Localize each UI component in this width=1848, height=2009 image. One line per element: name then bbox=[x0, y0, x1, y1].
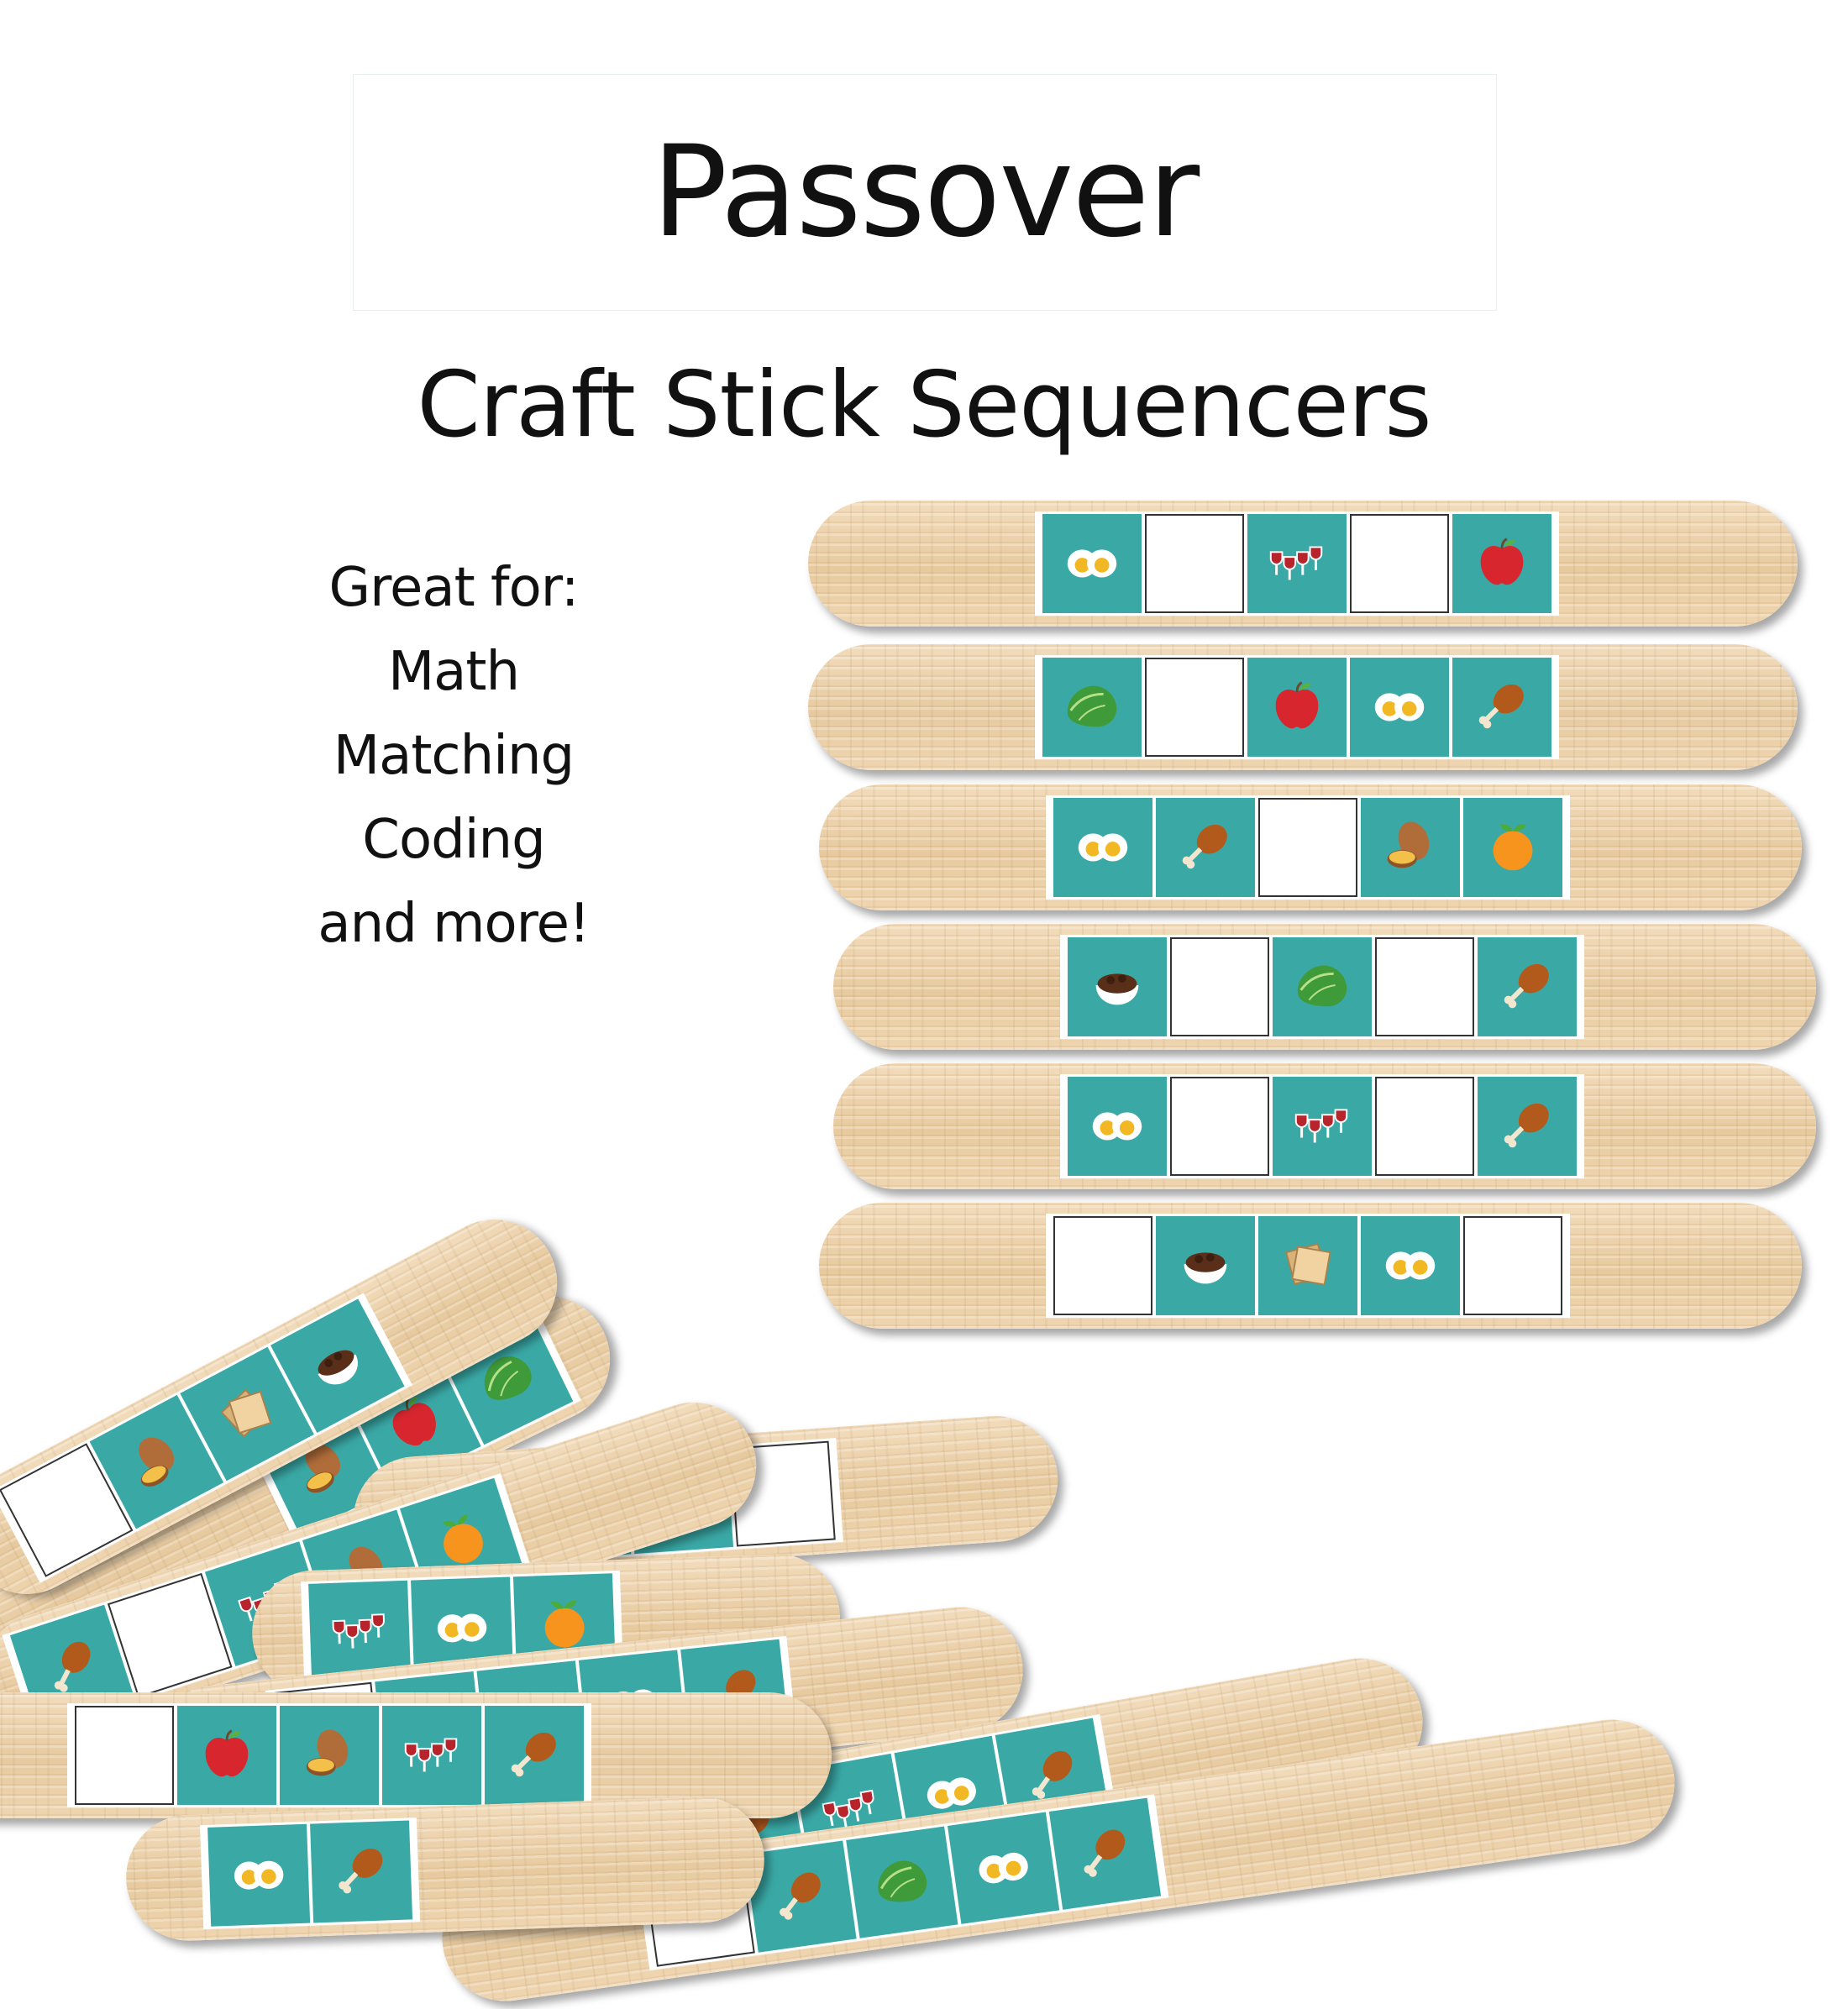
features-list: Great for: Math Matching Coding and more… bbox=[252, 546, 655, 966]
egg-icon bbox=[225, 1839, 293, 1911]
potato-icon bbox=[112, 1416, 202, 1508]
sequence-strip bbox=[200, 1818, 420, 1929]
apple-icon bbox=[1469, 529, 1535, 598]
sequence-cell bbox=[1478, 937, 1577, 1036]
drumstick-icon bbox=[1173, 813, 1238, 882]
feature-item: and more! bbox=[252, 882, 655, 966]
sequence-cell bbox=[948, 1812, 1059, 1924]
sequence-cell bbox=[382, 1706, 481, 1805]
sequence-cell bbox=[1452, 658, 1551, 757]
blank-cell bbox=[1375, 1077, 1474, 1176]
sequence-strip bbox=[1035, 511, 1559, 616]
egg-icon bbox=[1059, 529, 1125, 598]
egg-icon bbox=[966, 1829, 1041, 1907]
blank-cell bbox=[1350, 514, 1449, 613]
blank-cell bbox=[1053, 1216, 1152, 1315]
sequence-cell bbox=[1478, 1077, 1577, 1176]
sequence-strip bbox=[1046, 1214, 1570, 1318]
feature-item: Coding bbox=[252, 798, 655, 882]
sequence-cell bbox=[1452, 514, 1551, 613]
sequence-cell bbox=[1273, 937, 1372, 1036]
sequence-cell bbox=[485, 1706, 584, 1805]
craft-stick bbox=[833, 1063, 1816, 1189]
charoset-icon bbox=[292, 1320, 382, 1412]
orange-icon bbox=[1480, 813, 1546, 882]
sequence-cell bbox=[310, 1820, 412, 1922]
egg-icon bbox=[1084, 1092, 1150, 1161]
drumstick-icon bbox=[501, 1721, 567, 1790]
sequence-cell bbox=[1049, 1798, 1161, 1910]
blank-cell bbox=[1170, 937, 1269, 1036]
egg-icon bbox=[1367, 673, 1432, 742]
sequence-strip bbox=[67, 1703, 591, 1807]
craft-stick bbox=[124, 1795, 767, 1943]
sequence-cell bbox=[1247, 658, 1347, 757]
drumstick-icon bbox=[1469, 673, 1535, 742]
drumstick-icon bbox=[1068, 1815, 1142, 1892]
sequence-cell bbox=[177, 1706, 276, 1805]
blank-cell bbox=[1258, 798, 1357, 897]
egg-icon bbox=[1070, 813, 1136, 882]
charoset-icon bbox=[1084, 952, 1150, 1021]
page-title: Passover bbox=[652, 119, 1198, 265]
craft-stick bbox=[808, 501, 1798, 627]
sequence-cell bbox=[1361, 798, 1460, 897]
feature-item: Math bbox=[252, 630, 655, 714]
drumstick-icon bbox=[1494, 1092, 1560, 1161]
sequence-cell bbox=[1068, 1077, 1167, 1176]
sequence-cell bbox=[1361, 1216, 1460, 1315]
blank-cell bbox=[75, 1706, 174, 1805]
sequence-strip bbox=[1035, 655, 1559, 759]
egg-icon bbox=[1378, 1231, 1443, 1300]
blank-cell bbox=[1170, 1077, 1269, 1176]
sequence-cell bbox=[1068, 937, 1167, 1036]
wine-icon bbox=[326, 1596, 394, 1667]
blank-cell bbox=[1463, 1216, 1562, 1315]
sequence-cell bbox=[1042, 658, 1142, 757]
sequence-cell bbox=[1042, 514, 1142, 613]
sequence-cell bbox=[846, 1827, 958, 1938]
drumstick-icon bbox=[1494, 952, 1560, 1021]
wine-icon bbox=[1289, 1092, 1355, 1161]
apple-icon bbox=[194, 1721, 260, 1790]
page-subtitle: Craft Stick Sequencers bbox=[0, 353, 1848, 458]
lettuce-icon bbox=[865, 1844, 940, 1921]
sequence-cell bbox=[1053, 798, 1152, 897]
sequence-cell bbox=[207, 1824, 310, 1927]
title-box: Passover bbox=[353, 74, 1497, 311]
features-heading: Great for: bbox=[252, 546, 655, 630]
craft-stick bbox=[808, 644, 1798, 770]
potato-icon bbox=[1378, 813, 1443, 882]
blank-cell bbox=[1375, 937, 1474, 1036]
sequence-cell bbox=[1350, 658, 1449, 757]
sequence-cell bbox=[280, 1706, 379, 1805]
sequence-cell bbox=[1247, 514, 1347, 613]
sequence-strip bbox=[1060, 935, 1584, 1039]
blank-cell bbox=[1145, 658, 1244, 757]
sequence-strip bbox=[1046, 795, 1570, 900]
apple-icon bbox=[1264, 673, 1330, 742]
craft-stick bbox=[819, 784, 1802, 910]
matzah-icon bbox=[202, 1368, 291, 1460]
egg-icon bbox=[428, 1592, 496, 1664]
craft-stick bbox=[819, 1203, 1802, 1329]
drumstick-icon bbox=[328, 1836, 396, 1907]
lettuce-icon bbox=[1059, 673, 1125, 742]
sequence-cell bbox=[1463, 798, 1562, 897]
sequence-cell bbox=[1273, 1077, 1372, 1176]
drumstick-icon bbox=[764, 1858, 838, 1935]
sequence-cell bbox=[1156, 1216, 1255, 1315]
wine-icon bbox=[399, 1721, 465, 1790]
charoset-icon bbox=[1173, 1231, 1238, 1300]
matzah-icon bbox=[1275, 1231, 1341, 1300]
feature-item: Matching bbox=[252, 714, 655, 798]
lettuce-icon bbox=[1289, 952, 1355, 1021]
sequence-strip bbox=[1060, 1074, 1584, 1178]
blank-cell bbox=[1145, 514, 1244, 613]
craft-stick bbox=[833, 924, 1816, 1050]
potato-icon bbox=[297, 1721, 362, 1790]
sequence-cell bbox=[1258, 1216, 1357, 1315]
sequence-cell bbox=[1156, 798, 1255, 897]
wine-icon bbox=[1264, 529, 1330, 598]
